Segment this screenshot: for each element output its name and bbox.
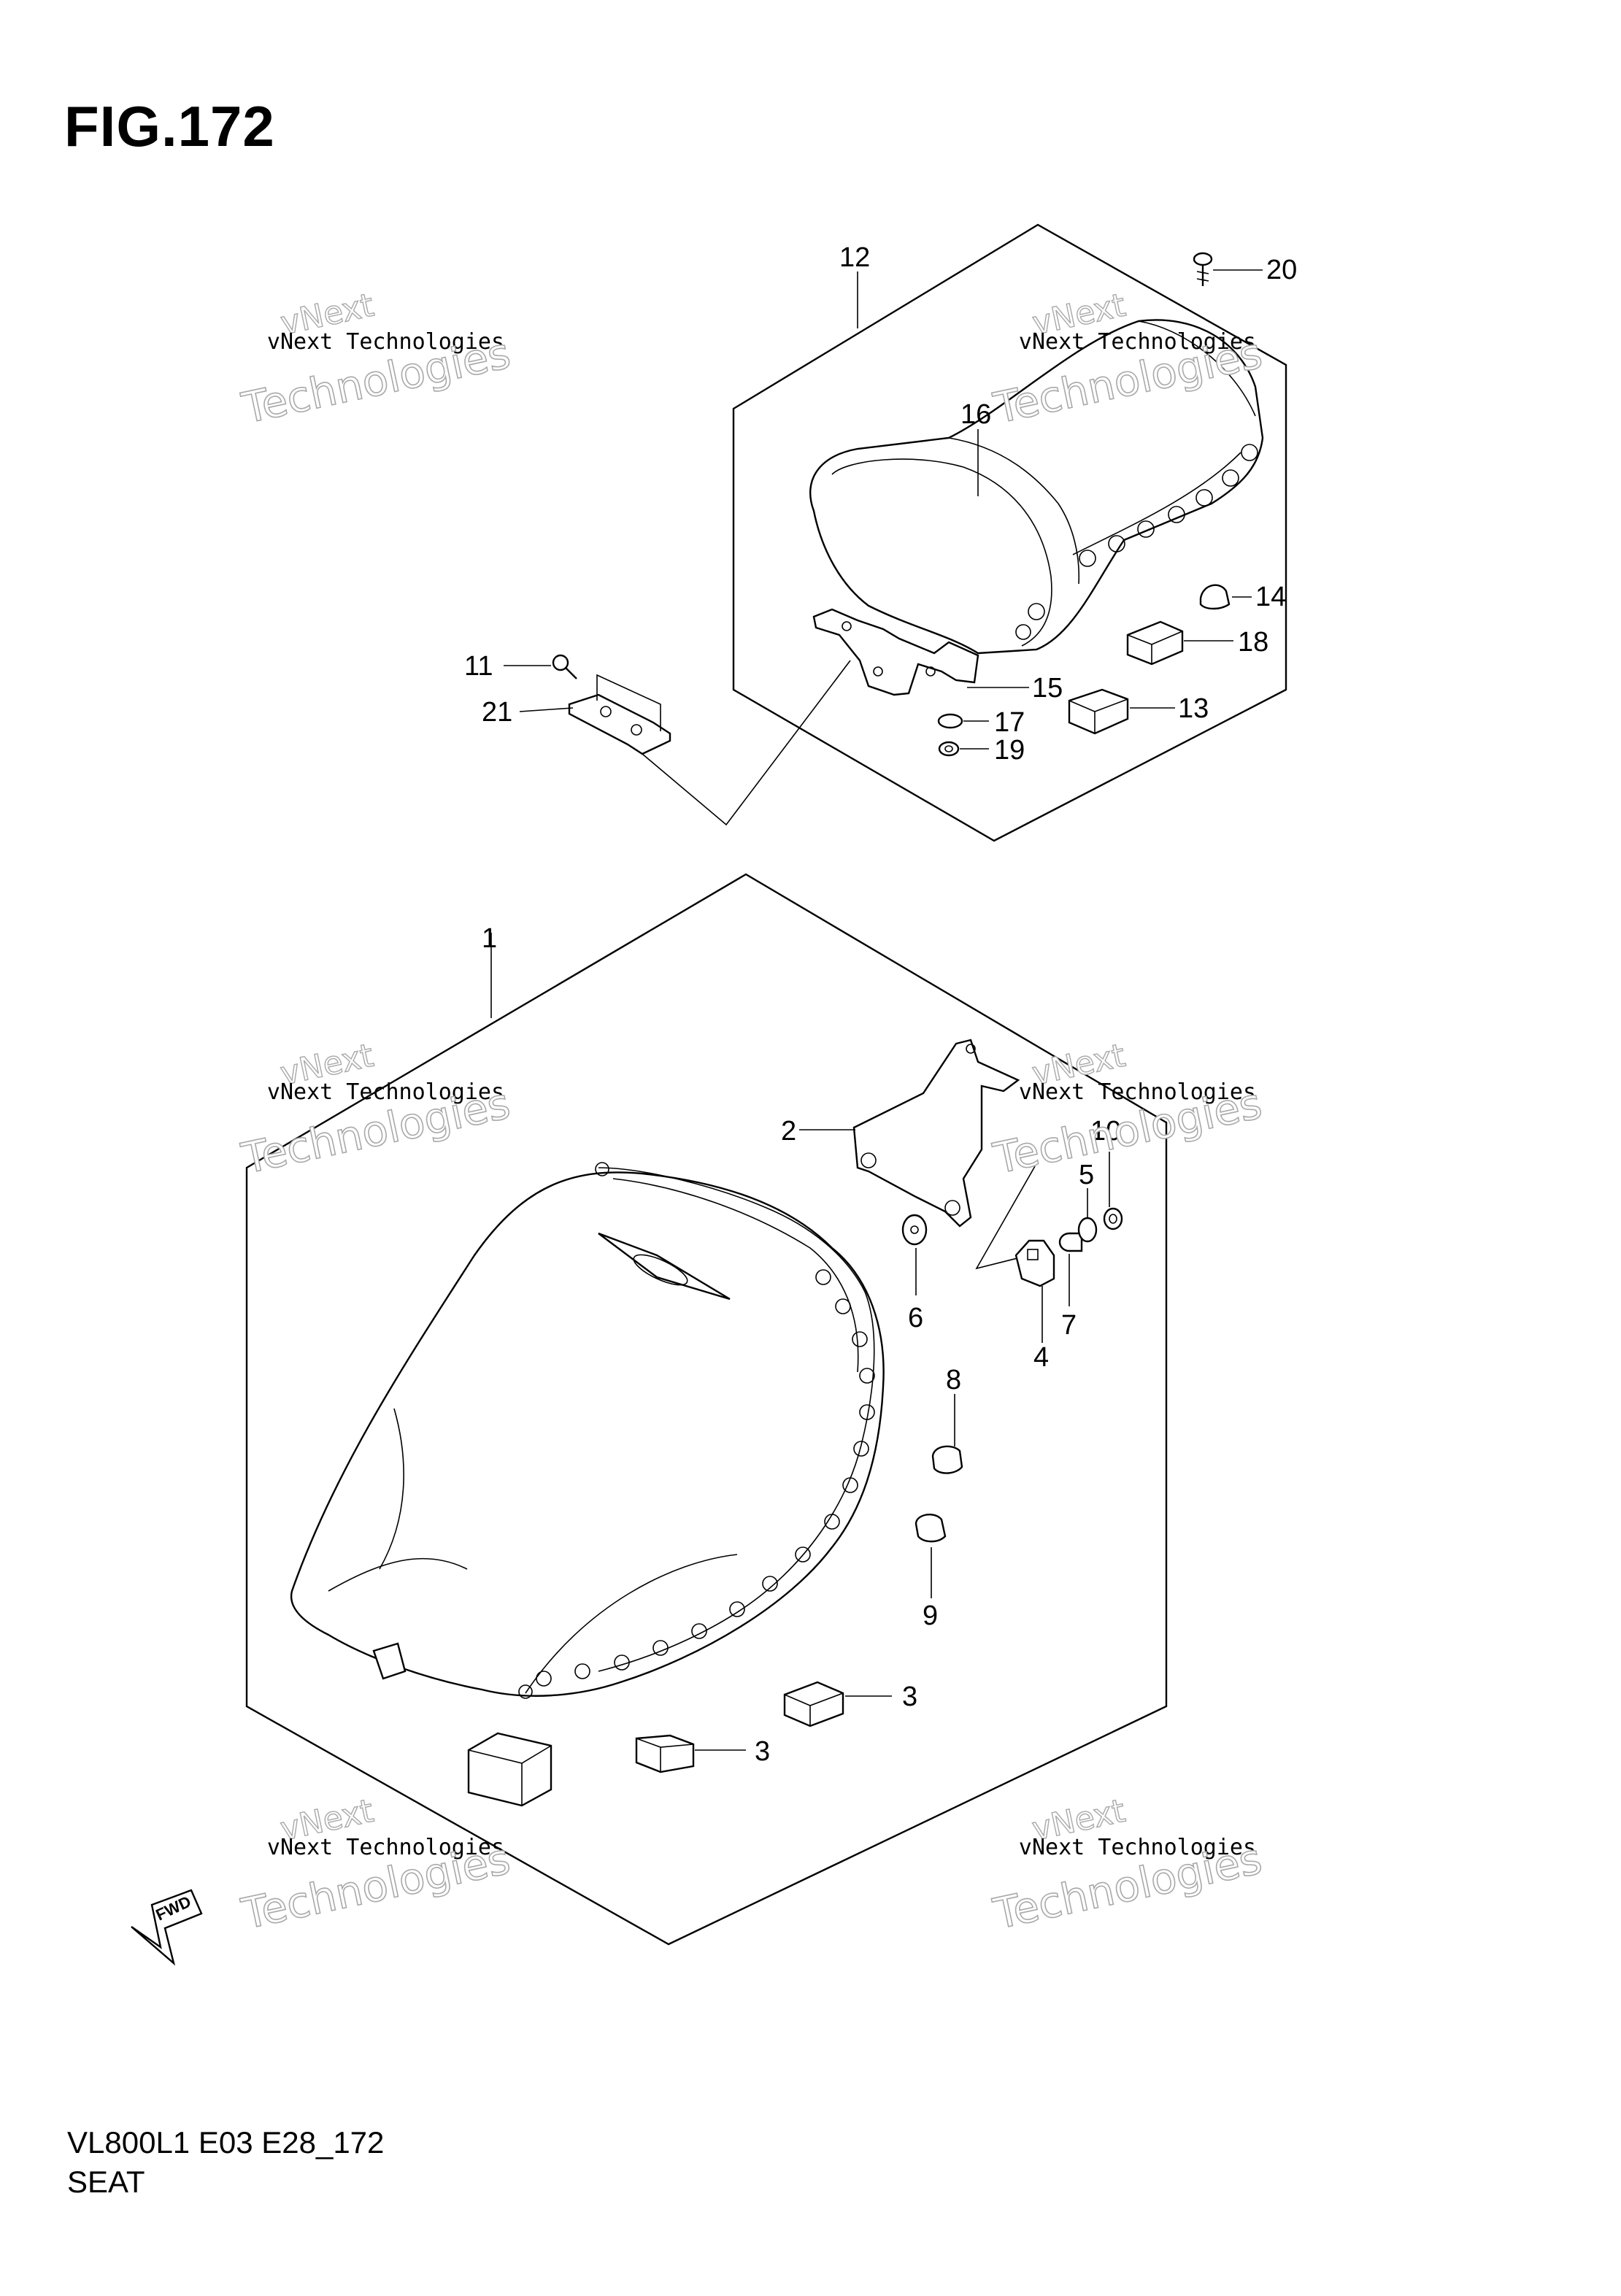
cushion-18 [1126,620,1184,666]
watermark-mid-right: vNext vNext Technologies Technologies [988,1036,1266,1184]
front-seat-group-boundary [245,873,1168,1946]
callout-11: 11 [464,651,493,682]
svg-text:vNext: vNext [277,287,377,343]
watermark-bottom-right: vNext vNext Technologies Technologies [988,1792,1266,1939]
svg-text:vNext Technologies: vNext Technologies [1019,1079,1256,1105]
callout-9: 9 [923,1600,938,1631]
rear-seat-group-boundary [732,223,1287,842]
nut-10 [1103,1207,1123,1230]
callout-12: 12 [839,242,870,273]
watermark-top-left: vNext vNext Technologies Technologies [237,286,515,434]
rear-seat-bracket [812,608,979,696]
callout-3-lower: 3 [755,1736,770,1767]
callout-6: 6 [908,1303,923,1333]
cushion-3-lower [635,1734,695,1773]
callout-18: 18 [1238,627,1268,658]
callout-21: 21 [482,697,512,728]
callout-5: 5 [1079,1160,1094,1190]
washer-6 [901,1214,928,1246]
collar-7 [1058,1232,1083,1252]
screw-20 [1193,252,1213,286]
callout-20: 20 [1266,255,1297,285]
model-code: VL800L1 E03 E28_172 [67,2125,385,2160]
callout-15: 15 [1032,673,1063,704]
seat-emblem [598,1232,731,1301]
box-part [467,1732,552,1807]
callout-17: 17 [994,707,1025,738]
cushion-3-upper [783,1681,844,1727]
svg-text:vNext Technologies: vNext Technologies [1019,329,1256,355]
watermark-mid-left: vNext vNext Technologies Technologies [236,1036,515,1184]
callout-10: 10 [1090,1116,1121,1147]
fwd-arrow-icon: FWD [131,1889,203,1966]
section-name: SEAT [67,2165,145,2199]
damper-9 [915,1514,947,1543]
front-seat-bracket [852,1039,1020,1228]
callout-8: 8 [946,1365,961,1395]
callout-14: 14 [1255,582,1286,612]
callout-7: 7 [1061,1310,1077,1341]
grab-handle-21 [568,674,671,755]
bolt-11 [552,654,577,679]
callout-16: 16 [960,399,991,430]
svg-text:vNext Technologies: vNext Technologies [267,1835,504,1860]
callout-2: 2 [781,1116,796,1147]
front-seat-main [290,1162,885,1699]
callout-1: 1 [482,923,497,954]
washer-5 [1077,1217,1098,1243]
watermark-top-right: vNext vNext Technologies Technologies [989,286,1267,434]
nut-19 [938,741,960,757]
svg-text:vNext Technologies: vNext Technologies [267,1079,504,1105]
svg-text:vNext Technologies: vNext Technologies [1019,1835,1256,1860]
callout-19: 19 [994,735,1025,766]
washer-17 [937,713,963,729]
callout-4: 4 [1033,1342,1049,1373]
callout-13: 13 [1178,693,1209,724]
callout-3-upper: 3 [902,1681,917,1712]
rear-seat-cushion [809,319,1264,655]
figure-title: FIG.172 [64,94,275,158]
svg-text:vNext Technologies: vNext Technologies [267,329,504,355]
damper-14 [1199,584,1231,610]
lock-4 [1014,1239,1055,1287]
cushion-13 [1068,688,1129,735]
damper-8 [931,1445,963,1474]
